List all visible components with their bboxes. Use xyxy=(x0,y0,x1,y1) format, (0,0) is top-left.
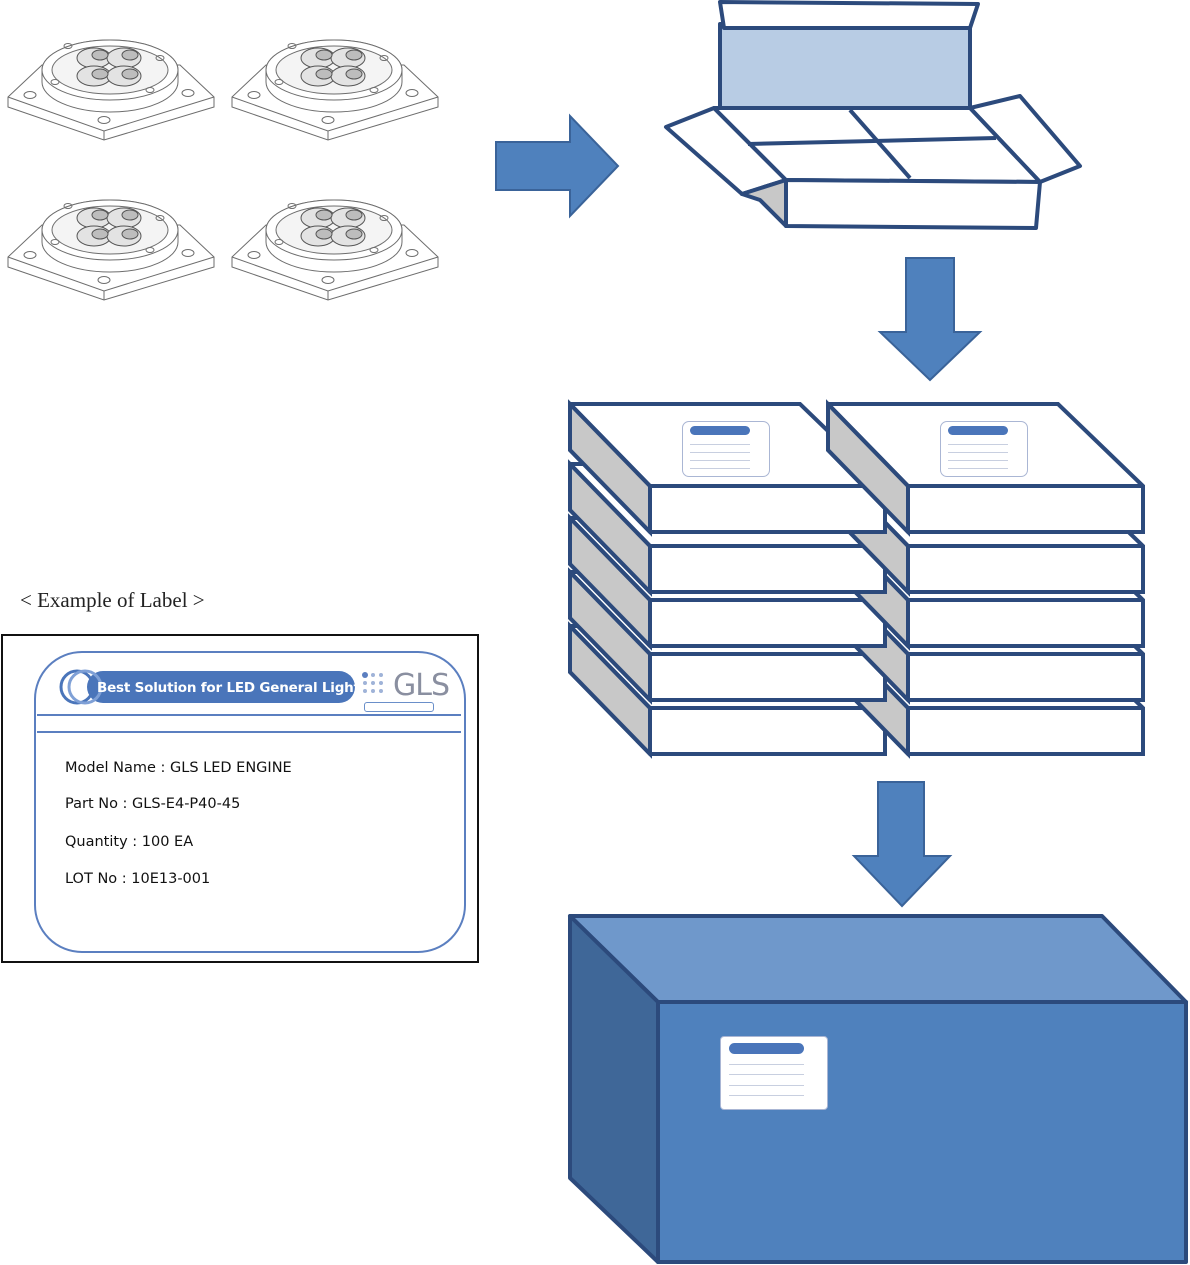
box-label-thumbnail xyxy=(682,421,770,477)
label-quantity: Quantity : 100 EA xyxy=(65,834,194,850)
box-label-thumbnail xyxy=(940,421,1028,477)
carton-label-thumbnail xyxy=(720,1036,828,1110)
down-arrow-icon xyxy=(851,781,953,908)
gls-logo-text: GLS xyxy=(393,668,450,703)
gls-logo-tag xyxy=(364,702,434,712)
led-module-icon xyxy=(7,199,215,301)
label-divider xyxy=(37,714,461,716)
led-module-icon xyxy=(231,199,439,301)
right-arrow-icon xyxy=(495,113,620,219)
down-arrow-icon xyxy=(877,257,983,382)
led-module-icon xyxy=(231,39,439,141)
label-lot-no: LOT No : 10E13-001 xyxy=(65,871,211,887)
stacked-boxes-icon xyxy=(568,402,1145,756)
gls-logo-icon xyxy=(362,672,383,693)
shipping-carton-icon xyxy=(568,914,1188,1264)
led-module-icon xyxy=(7,39,215,141)
label-model-name: Model Name : GLS LED ENGINE xyxy=(65,760,292,776)
open-box-icon xyxy=(664,0,1082,230)
label-example-caption: < Example of Label > xyxy=(20,588,205,612)
label-part-no: Part No : GLS-E4-P40-45 xyxy=(65,796,241,812)
label-example: Best Solution for LED General Lighting G… xyxy=(1,634,479,963)
label-divider xyxy=(37,731,461,733)
label-banner xyxy=(59,669,355,705)
label-banner-text: Best Solution for LED General Lighting xyxy=(97,680,384,696)
